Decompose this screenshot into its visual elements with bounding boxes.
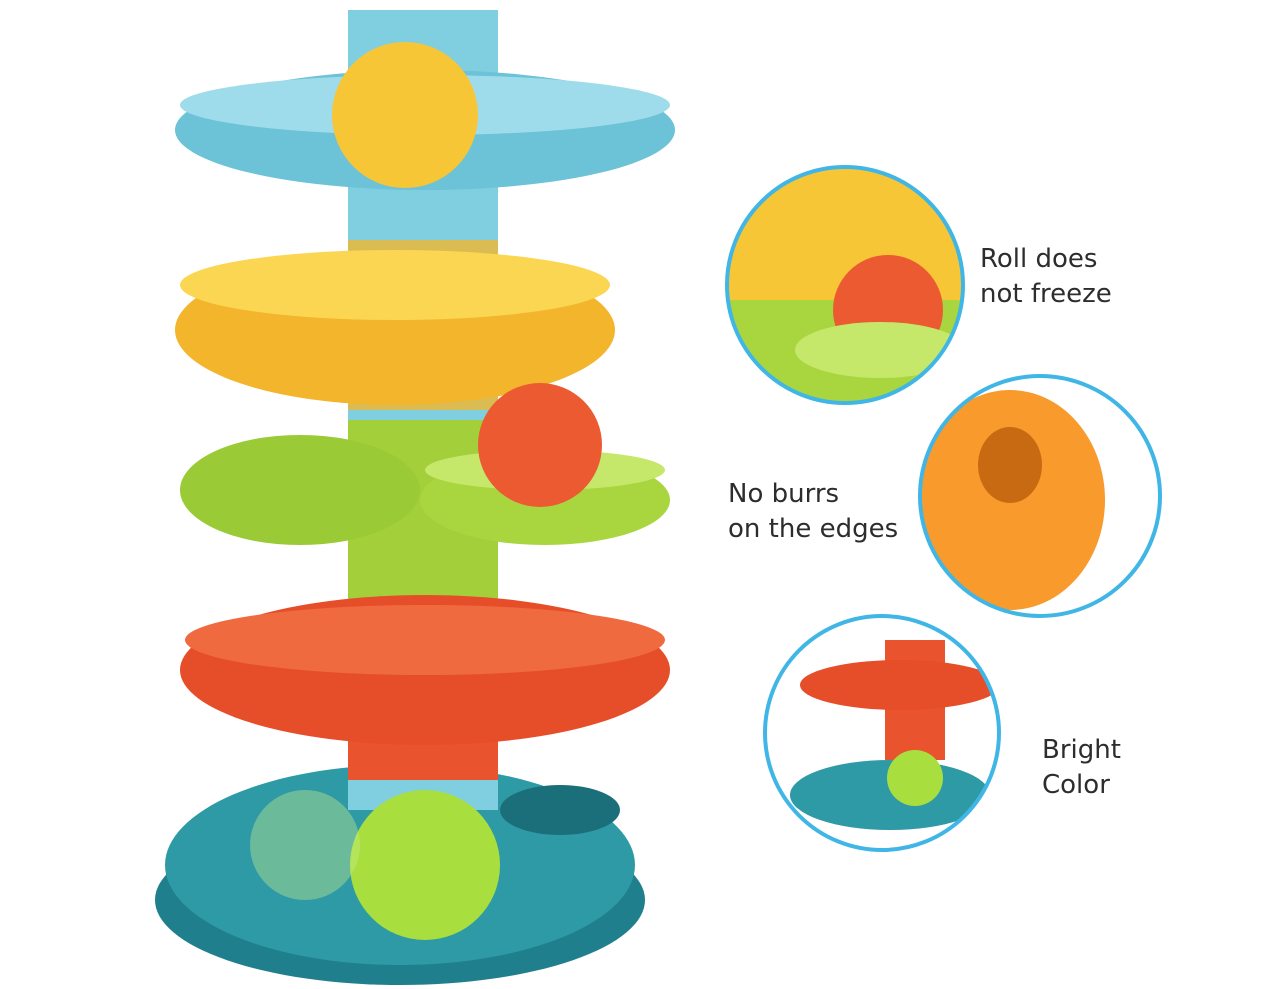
callout-line: No burrs xyxy=(728,479,840,509)
green-ball xyxy=(350,790,500,940)
callout-edges: No burrs on the edges xyxy=(728,477,898,547)
callout-color: Bright Color xyxy=(1042,733,1121,803)
callout-roll: Roll does not freeze xyxy=(980,242,1112,312)
callout-line: Roll does xyxy=(980,244,1098,274)
detail-circle-1 xyxy=(725,165,965,405)
green-tray xyxy=(180,383,670,545)
callout-line: on the edges xyxy=(728,514,899,544)
yellow-tray xyxy=(175,250,615,405)
callout-line: Bright xyxy=(1042,735,1121,765)
blue-tray xyxy=(175,42,675,190)
callout-line: Color xyxy=(1042,770,1110,800)
orange-tray xyxy=(180,595,670,745)
detail-circle-3 xyxy=(763,614,1001,852)
callout-line: not freeze xyxy=(980,279,1112,309)
detail-circle-2 xyxy=(918,374,1162,618)
